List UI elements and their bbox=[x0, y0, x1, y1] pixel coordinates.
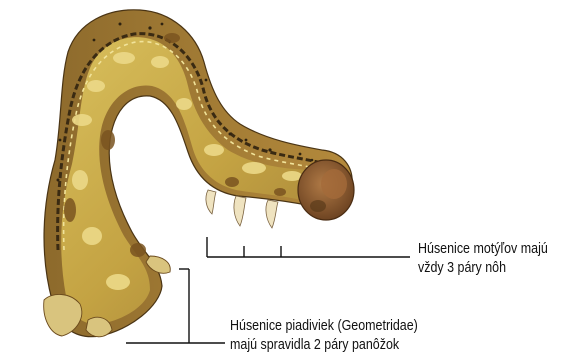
annotation-line: vždy 3 páry nôh bbox=[418, 259, 548, 278]
caterpillar-head bbox=[298, 160, 354, 220]
annotation-line: Húsenice piadiviek (Geometridae) bbox=[230, 317, 418, 336]
annotation-prolegs: Húsenice piadiviek (Geometridae) majú sp… bbox=[230, 317, 418, 355]
annotation-line: majú spravidla 2 páry panôžok bbox=[230, 336, 418, 355]
annotation-line: Húsenice motýľov majú bbox=[418, 240, 548, 259]
annotation-true-legs: Húsenice motýľov majú vždy 3 páry nôh bbox=[418, 240, 548, 278]
pointer-true-legs bbox=[207, 237, 410, 257]
